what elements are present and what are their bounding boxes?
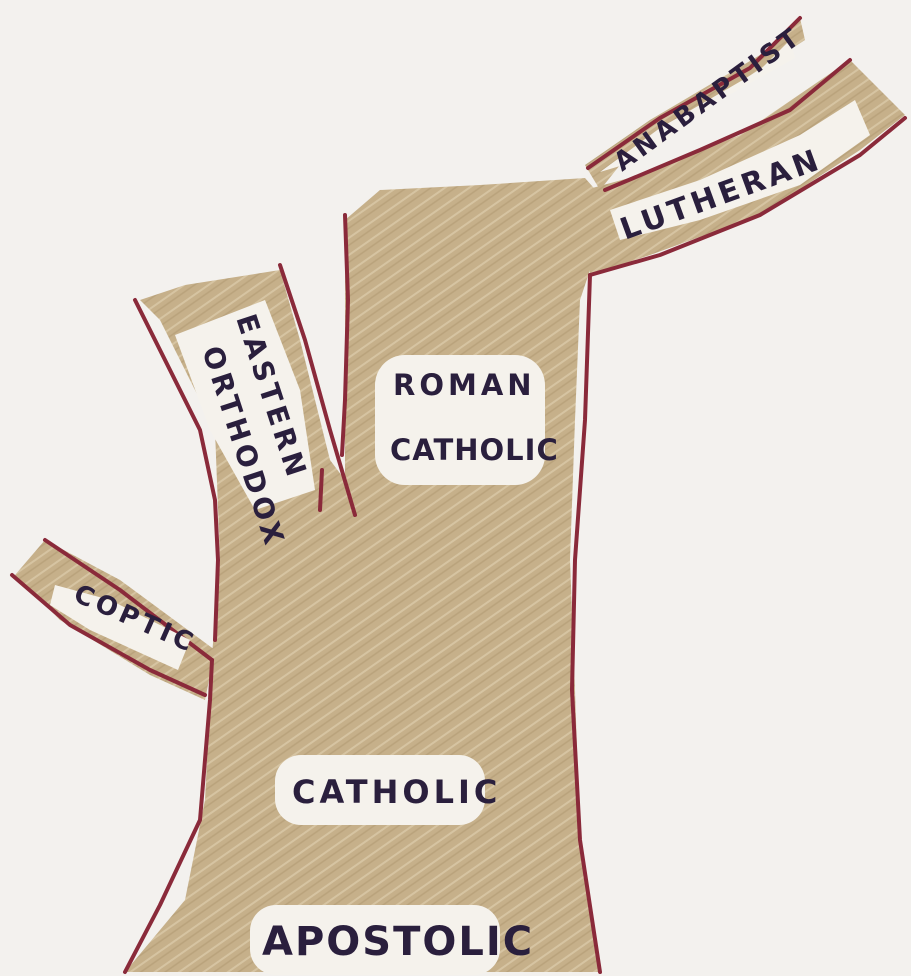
trunk-body [125, 178, 600, 972]
label-catholic: CATHOLIC [292, 773, 501, 811]
label-roman: ROMAN [393, 368, 536, 402]
label-catholic-roman: CATHOLIC [390, 433, 559, 467]
label-apostolic: APOSTOLIC [262, 919, 534, 965]
